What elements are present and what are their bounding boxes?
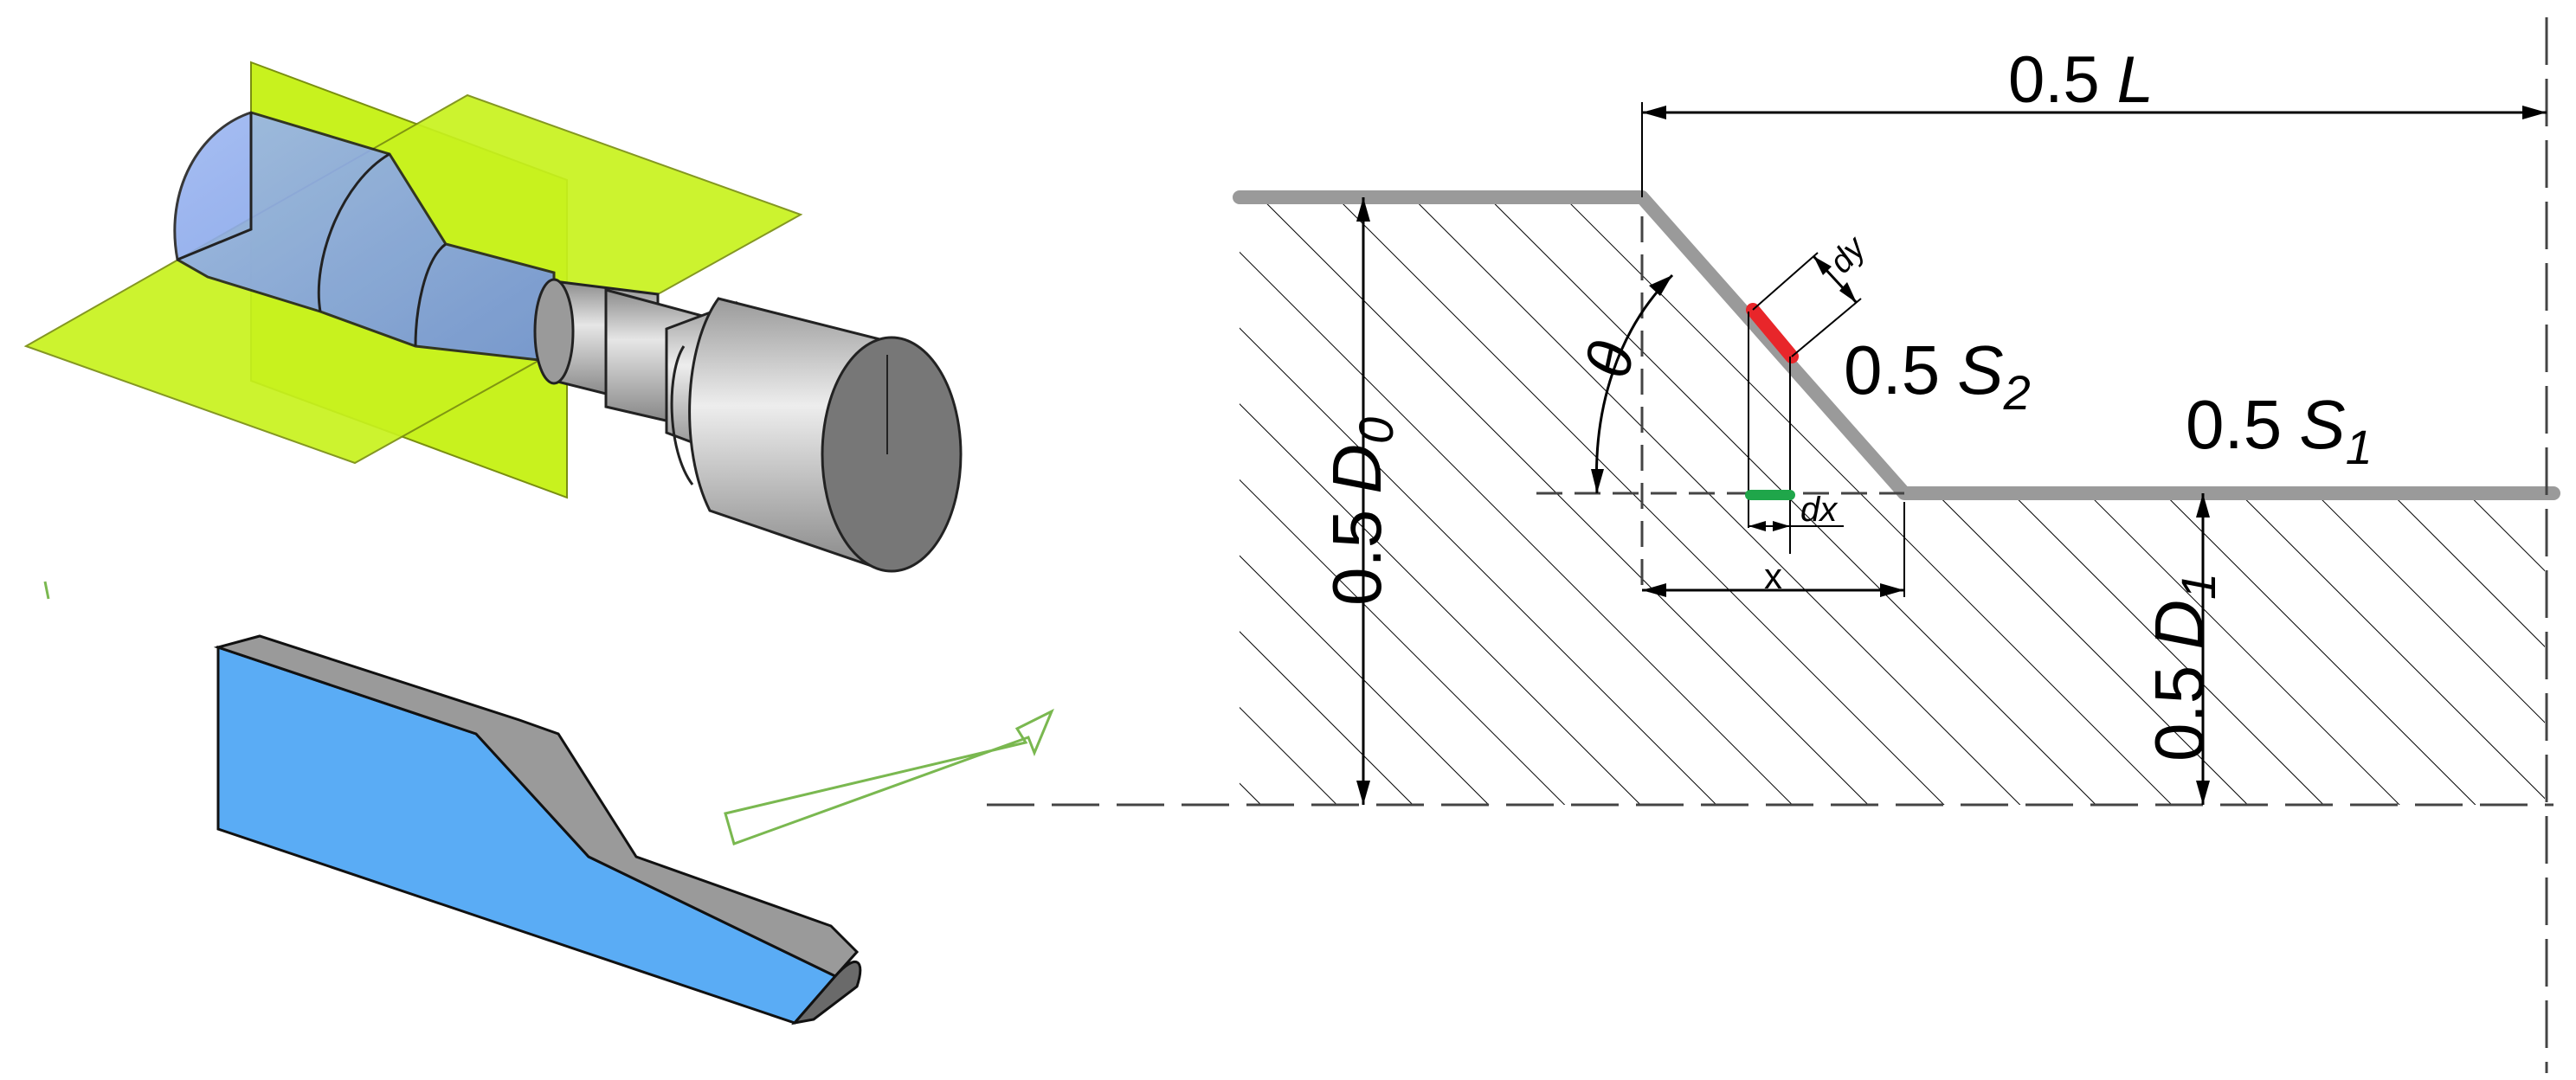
half-section-slab: [213, 634, 862, 1025]
label-dx: dx: [1800, 491, 1839, 529]
die-section-blue: [173, 111, 556, 363]
theta-arc: [1594, 273, 1674, 494]
label-half-D0: 0.5D0: [1318, 417, 1403, 606]
label-half-D1: 0.5D1: [2141, 573, 2225, 762]
die-end-face: [821, 336, 963, 573]
hatched-die-region: [1240, 197, 2545, 805]
die-profile-line: [1233, 190, 2560, 500]
slab-front-face: [216, 645, 838, 1025]
slab-top-face: [213, 634, 860, 978]
die-3d-model: [23, 61, 963, 573]
contact-segment-red: [1746, 303, 1799, 363]
transition-arrow: [724, 708, 1054, 845]
label-x: x: [1764, 556, 1782, 596]
stray-mark: [43, 581, 50, 600]
